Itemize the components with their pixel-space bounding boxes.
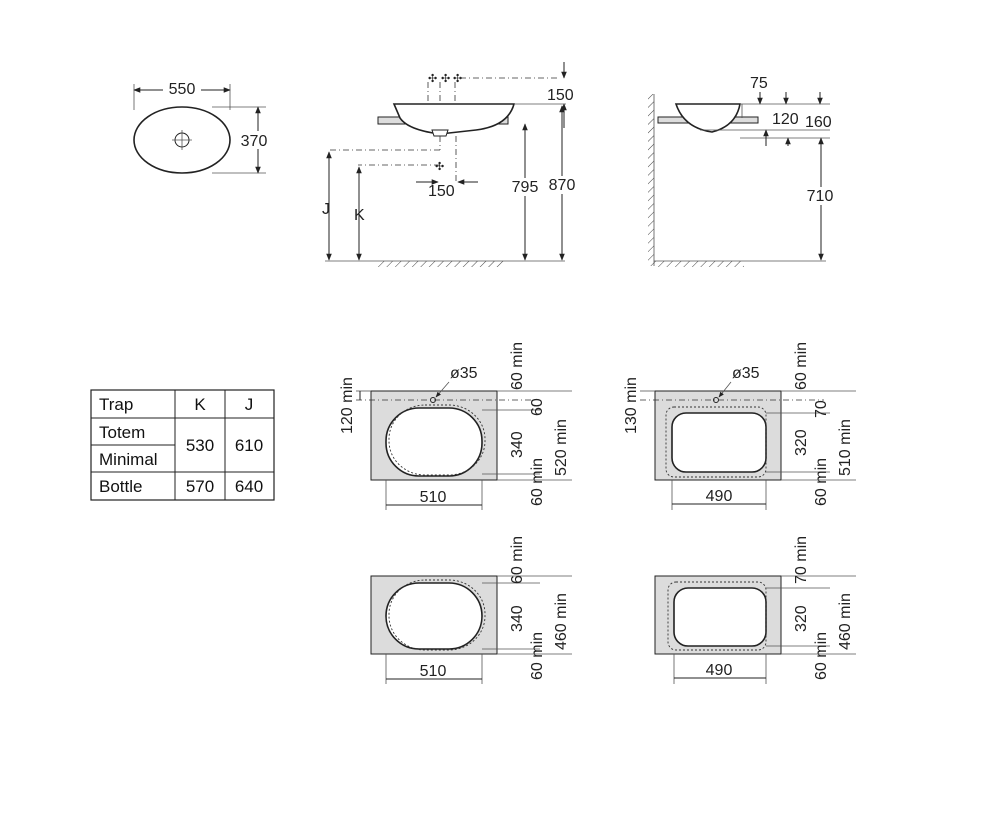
dim-drain-label: 150 xyxy=(428,183,455,200)
svg-text:✣: ✣ xyxy=(441,73,450,85)
table-header-trap: Trap xyxy=(99,395,133,414)
dim-left-label: 130 min xyxy=(623,377,640,434)
dim-795-label: 795 xyxy=(512,179,539,196)
dim-75-label: 75 xyxy=(750,75,768,92)
trap-table: Trap K J Totem Minimal 530 610 Bottle 57… xyxy=(90,389,275,501)
table-cell-trap: Minimal xyxy=(99,450,158,469)
cutout-diagram-4: 70 min 320 60 min 460 min 490 xyxy=(654,536,856,684)
dim-top-label: 70 min xyxy=(793,536,810,584)
dim-total-label: 510 min xyxy=(837,419,854,476)
dim-total-label: 460 min xyxy=(837,593,854,650)
svg-text:✣: ✣ xyxy=(428,73,437,85)
table-cell-k: 570 xyxy=(186,477,214,496)
dim-width-label: 550 xyxy=(169,81,196,98)
hole-diameter-label: ø35 xyxy=(450,365,478,382)
dim-120-label: 120 xyxy=(772,111,799,128)
dim-bottom-label: 60 min xyxy=(813,632,830,680)
top-view: 550 370 xyxy=(133,79,273,174)
dim-basin-label: 340 xyxy=(509,431,526,458)
hole-diameter-label: ø35 xyxy=(732,365,760,382)
table-cell-j: 610 xyxy=(235,436,263,455)
dim-710-label: 710 xyxy=(807,188,834,205)
dim-k-label: K xyxy=(354,207,365,224)
front-view: ✣ ✣ ✣ 150 ✣ 150 J K 795 870 xyxy=(322,62,580,267)
dim-j-label: J xyxy=(322,201,330,218)
dim-basin-label: 340 xyxy=(509,605,526,632)
dim-top-label: 60 min xyxy=(793,342,810,390)
cutout-diagram-2: ø35 130 min 60 min 70 320 60 min 510 min… xyxy=(623,342,856,510)
dim-basin-label: 320 xyxy=(793,429,810,456)
dim-width-label: 490 xyxy=(706,488,733,505)
dim-bottom-label: 60 min xyxy=(529,632,546,680)
basin-profile-side xyxy=(674,103,741,133)
table-cell-trap: Totem xyxy=(99,423,145,442)
dim-tap-height-label: 150 xyxy=(547,87,574,104)
table-cell-trap: Bottle xyxy=(99,477,142,496)
dim-depth-label: 370 xyxy=(241,133,268,150)
cutout-diagram-3: 60 min 340 60 min 460 min 510 xyxy=(370,536,572,684)
dim-bottom-label: 60 min xyxy=(529,458,546,506)
svg-text:✣: ✣ xyxy=(453,73,462,85)
dim-width-label: 490 xyxy=(706,662,733,679)
dim-total-label: 460 min xyxy=(553,593,570,650)
dim-upper-label: 60 xyxy=(529,398,546,416)
cutout-diagram-1: ø35 120 min 60 min 60 340 60 min 520 min… xyxy=(339,342,572,510)
table-cell-k: 530 xyxy=(186,436,214,455)
table-header-j: J xyxy=(245,395,254,414)
dim-bottom-label: 60 min xyxy=(813,458,830,506)
dim-basin-label: 320 xyxy=(793,605,810,632)
wall-hatch xyxy=(648,94,654,266)
dim-top-label: 60 min xyxy=(509,536,526,584)
dim-left-label: 120 min xyxy=(339,377,356,434)
dim-width-label: 510 xyxy=(420,489,447,506)
table-cell-j: 640 xyxy=(235,477,263,496)
dim-width-label: 510 xyxy=(420,663,447,680)
basin-profile-front xyxy=(392,103,516,135)
dim-top-label: 60 min xyxy=(509,342,526,390)
table-header-k: K xyxy=(194,395,206,414)
floor-hatch xyxy=(378,261,504,267)
dim-upper-label: 70 xyxy=(813,400,830,418)
svg-text:✣: ✣ xyxy=(435,161,444,173)
dim-total-label: 520 min xyxy=(553,419,570,476)
side-view: 75 120 160 710 xyxy=(648,75,840,267)
dim-870-label: 870 xyxy=(549,177,576,194)
dim-160-label: 160 xyxy=(805,114,832,131)
